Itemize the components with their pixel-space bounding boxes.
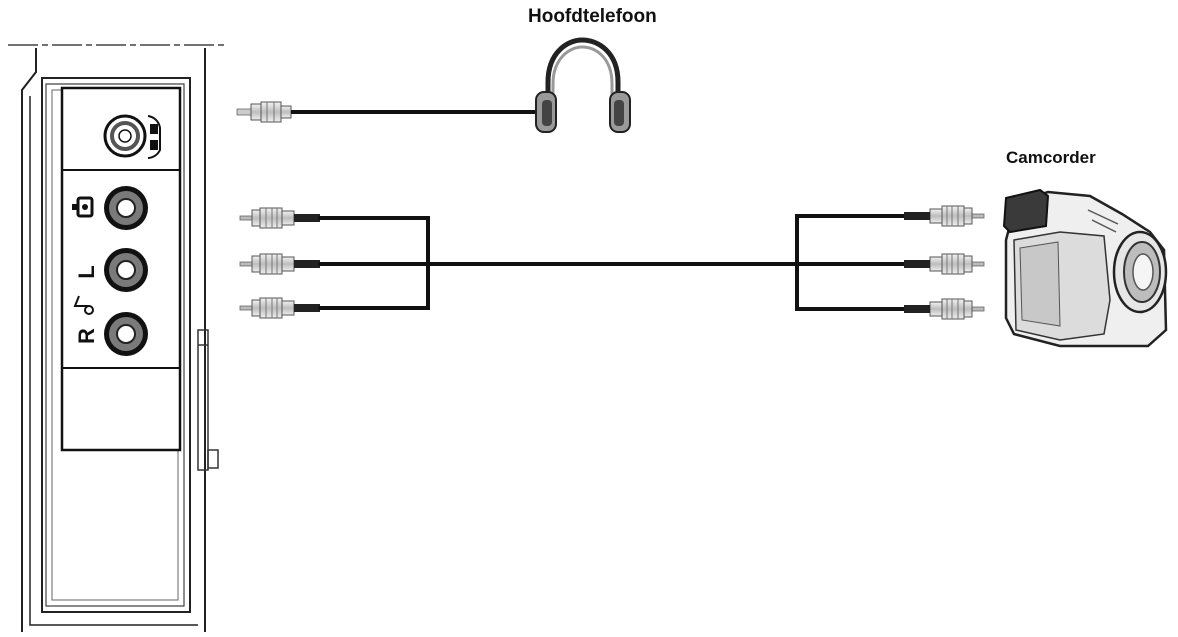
av-plug-right-audio-r — [904, 299, 984, 319]
av-cable — [239, 206, 984, 319]
av-plug-right-video — [904, 206, 984, 226]
headphone-cable — [236, 101, 540, 123]
headphones-icon — [535, 37, 631, 133]
audio-left-label: L — [74, 265, 99, 278]
video-jack[interactable] — [104, 186, 148, 230]
headphones-label: Hoofdtelefoon — [528, 6, 657, 27]
video-camera-icon — [72, 196, 94, 218]
headphone-jack-icon — [147, 115, 161, 159]
audio-right-jack[interactable] — [104, 312, 148, 356]
camcorder-icon — [1002, 188, 1168, 348]
headphone-jack[interactable] — [103, 114, 147, 158]
av-plug-left-audio-r — [239, 297, 321, 319]
camcorder-label: Camcorder — [1006, 148, 1096, 167]
av-plug-left-video — [239, 207, 321, 229]
av-plug-left-audio-l — [239, 253, 321, 275]
audio-right-label: R — [74, 328, 99, 344]
av-plug-right-audio-l — [904, 254, 984, 274]
music-note-icon — [73, 295, 94, 315]
jack-panel: L R — [60, 86, 182, 452]
audio-left-jack[interactable] — [104, 248, 148, 292]
